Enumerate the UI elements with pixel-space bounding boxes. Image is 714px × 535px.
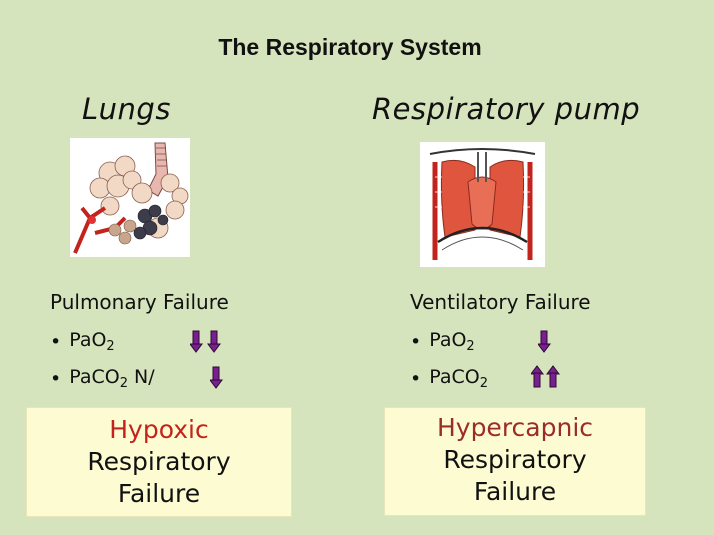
left-paco2-label: PaCO2 N/: [69, 366, 155, 391]
right-bullet-paco2: • PaCO2: [410, 366, 488, 391]
lungs-illustration: [70, 138, 190, 257]
left-bullet-paco2: • PaCO2 N/: [50, 366, 155, 391]
right-paco2-label: PaCO2: [429, 366, 488, 391]
down-arrow-icon: [190, 330, 203, 353]
right-paco2-arrows: [531, 365, 560, 388]
left-paco2-arrows: [210, 366, 223, 389]
right-bullet-pao2: • PaO2: [410, 329, 475, 354]
left-pao2-label: PaO2: [69, 329, 115, 354]
respiratory-pump-illustration: [420, 142, 545, 267]
down-arrow-icon: [207, 330, 221, 353]
slide-title: The Respiratory System: [218, 34, 482, 60]
right-pao2-label: PaO2: [429, 329, 475, 354]
up-arrow-icon: [546, 365, 560, 388]
lungs-heading: Lungs: [82, 92, 171, 126]
hypercapnic-label: Hypercapnic: [436, 413, 594, 442]
failure-label: Failure: [473, 477, 557, 506]
hypoxic-failure-box: Hypoxic Respiratory Failure: [26, 407, 292, 517]
right-pao2-arrows: [538, 330, 551, 353]
hypoxic-label: Hypoxic: [109, 415, 209, 444]
respiratory-pump-heading: Respiratory pump: [372, 92, 641, 126]
pulmonary-failure-title: Pulmonary Failure: [50, 290, 229, 314]
left-pao2-arrows: [190, 330, 221, 353]
ventilatory-failure-title: Ventilatory Failure: [410, 290, 591, 314]
down-arrow-icon: [538, 330, 551, 353]
hypercapnic-failure-box: Hypercapnic Respiratory Failure: [384, 407, 646, 516]
respiratory-label: Respiratory: [87, 447, 231, 476]
down-arrow-icon: [210, 366, 223, 389]
left-bullet-pao2: • PaO2: [50, 329, 115, 354]
respiratory-label: Respiratory: [443, 445, 587, 474]
up-arrow-icon: [531, 365, 544, 388]
failure-label: Failure: [117, 479, 201, 508]
